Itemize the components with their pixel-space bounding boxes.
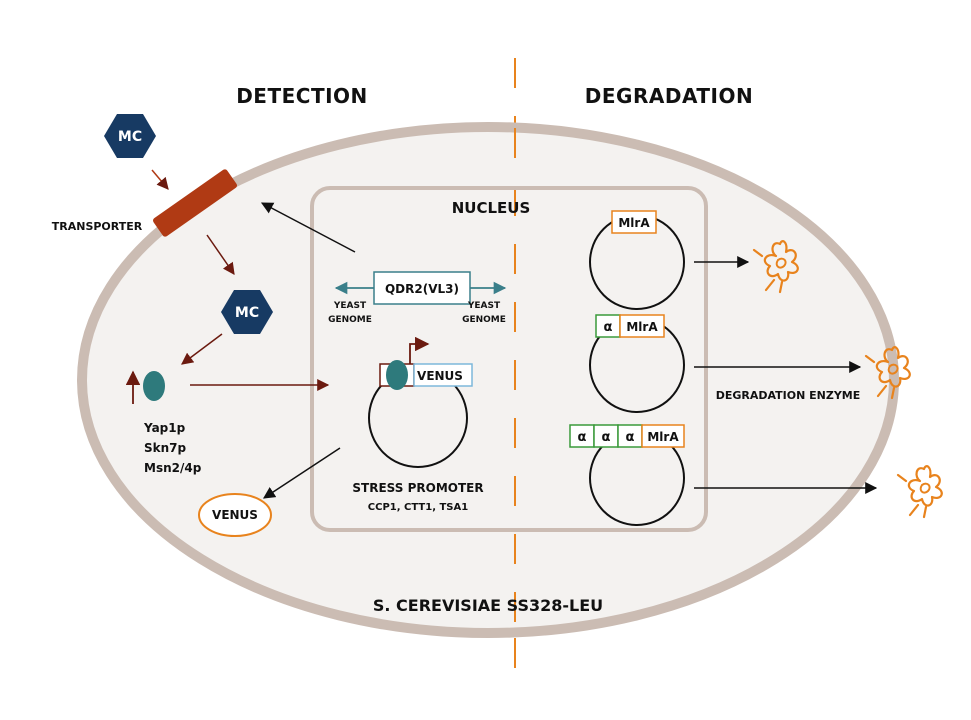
degradation-enzyme-label: DEGRADATION ENZYME <box>716 389 861 402</box>
transcription-start-arrow <box>409 336 430 364</box>
stress-promoter-label: STRESS PROMOTER <box>352 481 483 495</box>
mlra-box-2 <box>619 314 665 338</box>
yeast-cell <box>77 122 899 638</box>
arrow-transporter-to-mc <box>206 234 235 275</box>
mc-inside-label: MC <box>235 305 259 321</box>
transcription-factor <box>143 371 165 401</box>
mlra-box-1 <box>611 210 657 234</box>
qdr2-label: QDR2(VL3) <box>385 282 459 296</box>
venus-protein-label: VENUS <box>212 508 258 522</box>
nucleus <box>310 186 708 532</box>
mc-inside: MC <box>221 290 273 334</box>
genome-label-left: GENOME <box>328 315 372 325</box>
mc-outside-label: MC <box>118 129 142 145</box>
transporter <box>153 169 237 237</box>
genome-label-right: GENOME <box>462 315 506 325</box>
tf-skn7p: Skn7p <box>144 441 187 455</box>
nucleus-label: NUCLEUS <box>452 199 531 217</box>
qdr2-box <box>373 271 471 305</box>
enzyme-cluster-icon <box>896 465 943 519</box>
alpha-label-2a: α <box>604 320 613 335</box>
tf-msn24p: Msn2/4p <box>144 461 202 475</box>
mc-outside: MC <box>104 114 156 158</box>
title-detection: DETECTION <box>236 84 368 108</box>
promoters-label: CCP1, CTT1, TSA1 <box>368 502 468 513</box>
venus-gene-box <box>413 363 473 387</box>
mlra-label-3: MlrA <box>647 430 679 444</box>
yeast-label-right: YEAST <box>467 301 501 311</box>
mlra-box-3 <box>641 424 685 448</box>
tf-yap1p: Yap1p <box>143 421 186 435</box>
mlra-label-2: MlrA <box>626 320 658 334</box>
arrow-mc-to-transporter <box>151 169 169 190</box>
alpha-label-3c: α <box>626 430 635 445</box>
arrow-qdr2-to-transporter <box>260 202 356 253</box>
venus-gene-label: VENUS <box>417 369 463 383</box>
arrow-mc-to-tf <box>181 333 223 365</box>
strain-label: S. CEREVISIAE SS328-LEU <box>373 596 603 615</box>
mlra-label-1: MlrA <box>618 216 650 230</box>
venus-protein <box>198 493 272 537</box>
transporter-label: TRANSPORTER <box>52 220 143 233</box>
yeast-label-left: YEAST <box>333 301 367 311</box>
bound-transcription-factor <box>386 360 408 390</box>
alpha-label-3b: α <box>602 430 611 445</box>
arrow-to-venus-protein <box>262 447 341 499</box>
title-degradation: DEGRADATION <box>585 84 753 108</box>
alpha-label-3a: α <box>578 430 587 445</box>
